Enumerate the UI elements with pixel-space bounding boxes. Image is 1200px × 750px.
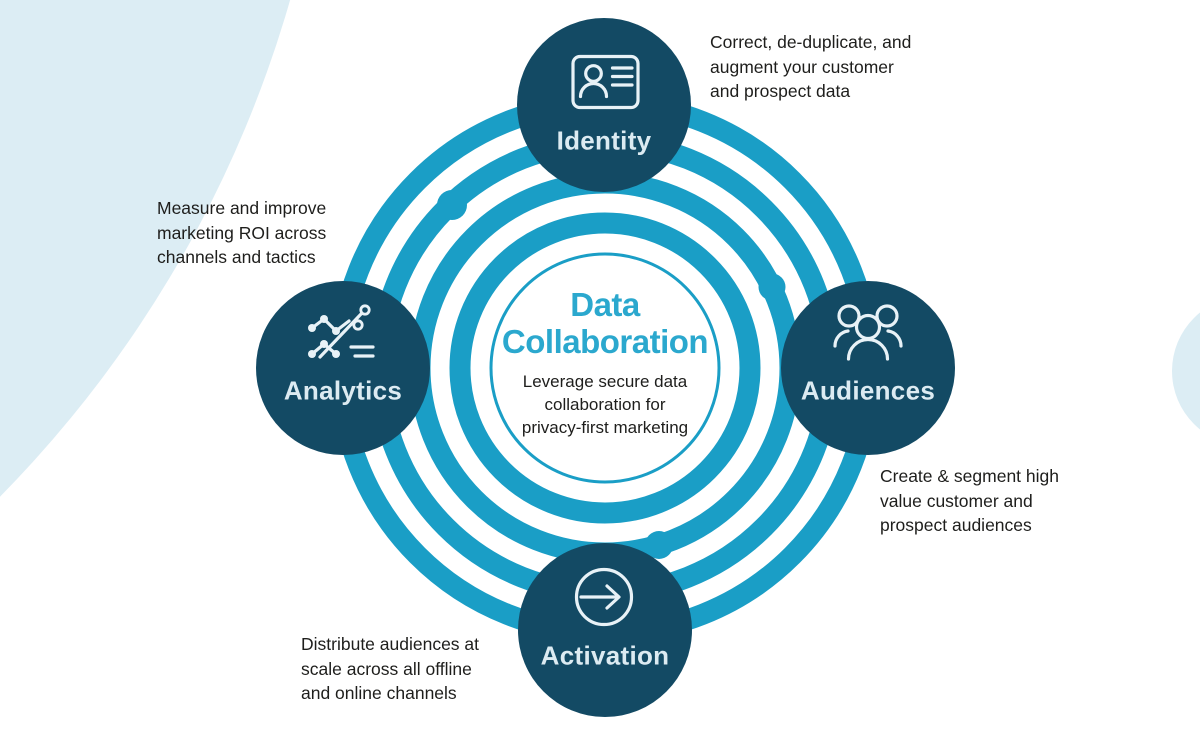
identity-description: Correct, de-duplicate, and augment your … [710,32,912,101]
analytics-description: Measure and improve marketing ROI across… [157,198,327,267]
center-disc [491,254,719,482]
center-title-block: Data Collaboration Leverage secure data … [475,286,735,439]
node-label-activation: Activation [540,640,670,671]
node-circle-analytics [256,281,430,455]
line-chart-icon [308,304,375,359]
node-label-identity: Identity [556,125,652,156]
center-title-line2: Collaboration [501,323,709,360]
audiences-description: Create & segment high value customer and… [880,466,1059,535]
background-blob-top-left [0,0,290,497]
ring-dot-bottom [645,531,673,559]
background-blob-right [1172,312,1200,430]
ring-dot-top-right [758,273,786,301]
node-circle-audiences [781,281,955,455]
ring-dots [437,190,786,559]
ring-1 [449,212,761,524]
id-card-icon [571,54,640,110]
node-label-audiences: Audiences [800,375,936,406]
node-circle-activation [518,543,692,717]
ring-inner-thin [489,252,721,484]
center-subtitle: Leverage secure data collaboration for p… [521,372,689,437]
node-label-analytics: Analytics [283,375,403,406]
ring-dot-top-left [437,190,467,220]
node-circle-identity [517,18,691,192]
arrow-circle-icon [574,567,634,627]
center-title-line1: Data [570,286,640,323]
center-title: Data Collaboration [475,286,735,360]
people-group-icon [833,304,903,361]
activation-description: Distribute audiences at scale across all… [301,634,480,703]
